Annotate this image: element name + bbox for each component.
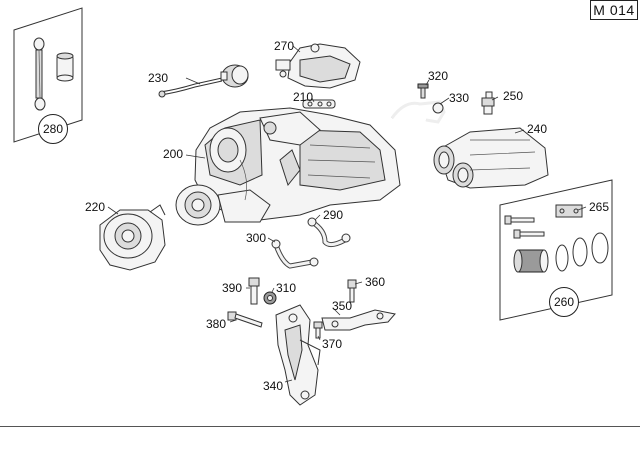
callout-230: 230 — [148, 71, 169, 85]
pipe-300 — [271, 239, 319, 269]
bolt-380 — [227, 311, 263, 328]
turbocharger-200 — [175, 107, 401, 226]
callout-220: 220 — [85, 200, 106, 214]
actuator-270 — [275, 43, 361, 89]
support-bracket-340 — [275, 304, 321, 406]
figure-code: M 014 — [590, 0, 638, 20]
pipe-330 — [390, 100, 446, 124]
fitting-250 — [481, 91, 495, 115]
callout-240: 240 — [527, 122, 548, 136]
callout-350: 350 — [332, 299, 353, 313]
screw-320 — [417, 83, 429, 99]
kit-panel-280 — [13, 7, 83, 143]
gasket-210 — [302, 99, 336, 109]
pipe-290 — [307, 217, 351, 248]
callout-310: 310 — [276, 281, 297, 295]
leader-lines — [107, 45, 587, 383]
compressor-housing-220 — [99, 204, 166, 271]
callout-320: 320 — [428, 69, 449, 83]
actuator-230 — [158, 64, 249, 98]
nut-310 — [263, 291, 277, 305]
kit-callout-260: 260 — [549, 287, 579, 317]
bracket-350 — [321, 309, 396, 331]
bolt-390 — [248, 277, 260, 305]
screw-370 — [313, 321, 323, 339]
rod-part — [33, 37, 46, 111]
callout-250: 250 — [503, 89, 524, 103]
exhaust-pipe-240 — [433, 127, 549, 189]
callout-330: 330 — [449, 91, 470, 105]
callout-265: 265 — [589, 200, 610, 214]
kit-callout-280: 280 — [38, 114, 68, 144]
callout-210: 210 — [293, 90, 314, 104]
callout-270: 270 — [274, 39, 295, 53]
callout-380: 380 — [206, 317, 227, 331]
callout-370: 370 — [322, 337, 343, 351]
callout-390: 390 — [222, 281, 243, 295]
callout-340: 340 — [263, 379, 284, 393]
kit-260-contents — [504, 204, 609, 273]
kit-panel-260 — [499, 179, 613, 321]
callout-200: 200 — [163, 147, 184, 161]
callout-360: 360 — [365, 275, 386, 289]
callout-300: 300 — [246, 231, 267, 245]
callout-290: 290 — [323, 208, 344, 222]
bottom-rule — [0, 426, 640, 427]
bushing-part — [56, 52, 74, 82]
